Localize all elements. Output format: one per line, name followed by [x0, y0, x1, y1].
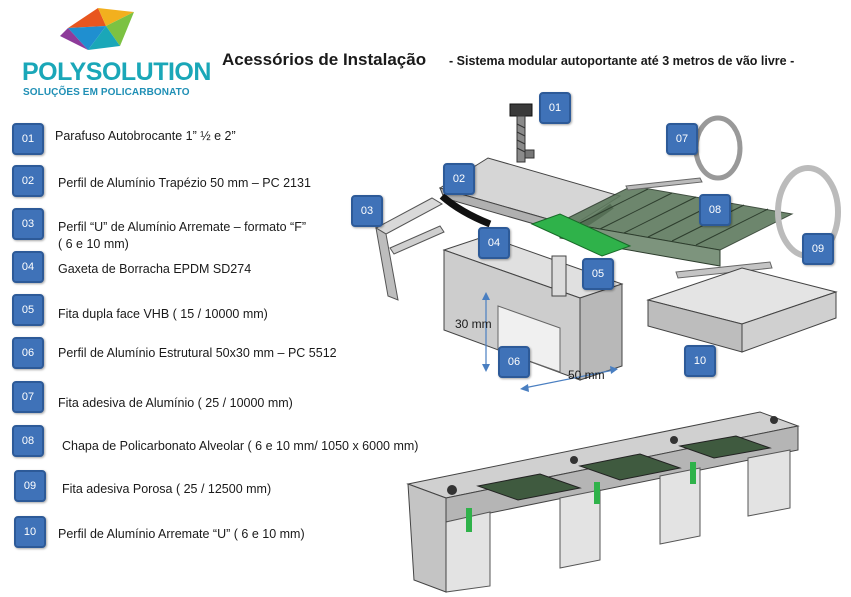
- diagram-badge-10: 10: [684, 345, 716, 377]
- diagram-badge-04: 04: [478, 227, 510, 259]
- vhb-tape-05: [530, 213, 632, 257]
- diagram-badge-01: 01: [539, 92, 571, 124]
- legend-label-03: Perfil “U” de Alumínio Arremate – format…: [58, 220, 306, 234]
- legend-badge-10: 10: [14, 516, 46, 548]
- diagram-badge-05: 05: [582, 258, 614, 290]
- dimension-arrows: [482, 292, 618, 392]
- logo: POLYSOLUTION SOLUÇÕES EM POLICARBONATO: [14, 6, 211, 102]
- legend-label-07: Fita adesiva de Alumínio ( 25 / 10000 mm…: [58, 396, 293, 410]
- screw-01: [509, 103, 533, 163]
- diagram-badge-03: 03: [351, 195, 383, 227]
- brand-name: POLYSOLUTION: [22, 58, 211, 86]
- profile-03-arremate-f: [374, 197, 445, 301]
- legend-label-10: Perfil de Alumínio Arremate “U” ( 6 e 10…: [58, 527, 305, 541]
- legend-badge-09: 09: [14, 470, 46, 502]
- legend-label-02: Perfil de Alumínio Trapézio 50 mm – PC 2…: [58, 176, 311, 190]
- legend-badge-02: 02: [12, 165, 44, 197]
- diagram-badge-07: 07: [666, 123, 698, 155]
- assembled-system: [406, 411, 800, 593]
- page-subtitle: - Sistema modular autoportante até 3 met…: [449, 54, 795, 68]
- legend-label-09: Fita adesiva Porosa ( 25 / 12500 mm): [62, 482, 272, 496]
- page-title: Acessórios de Instalação: [222, 50, 427, 69]
- legend-badge-08: 08: [12, 425, 44, 457]
- legend-badge-04: 04: [12, 251, 44, 283]
- legend-label-05: Fita dupla face VHB ( 15 / 10000 mm): [58, 307, 268, 321]
- diagram-badge-02: 02: [443, 163, 475, 195]
- profile-10-arremate-u: [646, 267, 838, 353]
- diagram-badge-06: 06: [498, 346, 530, 378]
- brand-tagline: SOLUÇÕES EM POLICARBONATO: [23, 87, 190, 98]
- legend-label-03-line2: ( 6 e 10 mm): [58, 237, 129, 251]
- dimension-height-label: 30 mm: [455, 317, 492, 331]
- legend-label-01: Parafuso Autobrocante 1” ½ e 2”: [55, 129, 236, 143]
- legend-badge-07: 07: [12, 381, 44, 413]
- legend-label-06: Perfil de Alumínio Estrutural 50x30 mm –…: [58, 346, 337, 360]
- logo-mark-icon: [60, 8, 134, 50]
- diagram-badge-09: 09: [802, 233, 834, 265]
- legend-badge-05: 05: [12, 294, 44, 326]
- diagram-badge-08: 08: [699, 194, 731, 226]
- legend-label-04: Gaxeta de Borracha EPDM SD274: [58, 262, 252, 276]
- legend-label-08: Chapa de Policarbonato Alveolar ( 6 e 10…: [62, 439, 419, 453]
- legend-badge-03: 03: [12, 208, 44, 240]
- legend-badge-06: 06: [12, 337, 44, 369]
- legend-badge-01: 01: [12, 123, 44, 155]
- dimension-width-label: 50 mm: [568, 368, 605, 382]
